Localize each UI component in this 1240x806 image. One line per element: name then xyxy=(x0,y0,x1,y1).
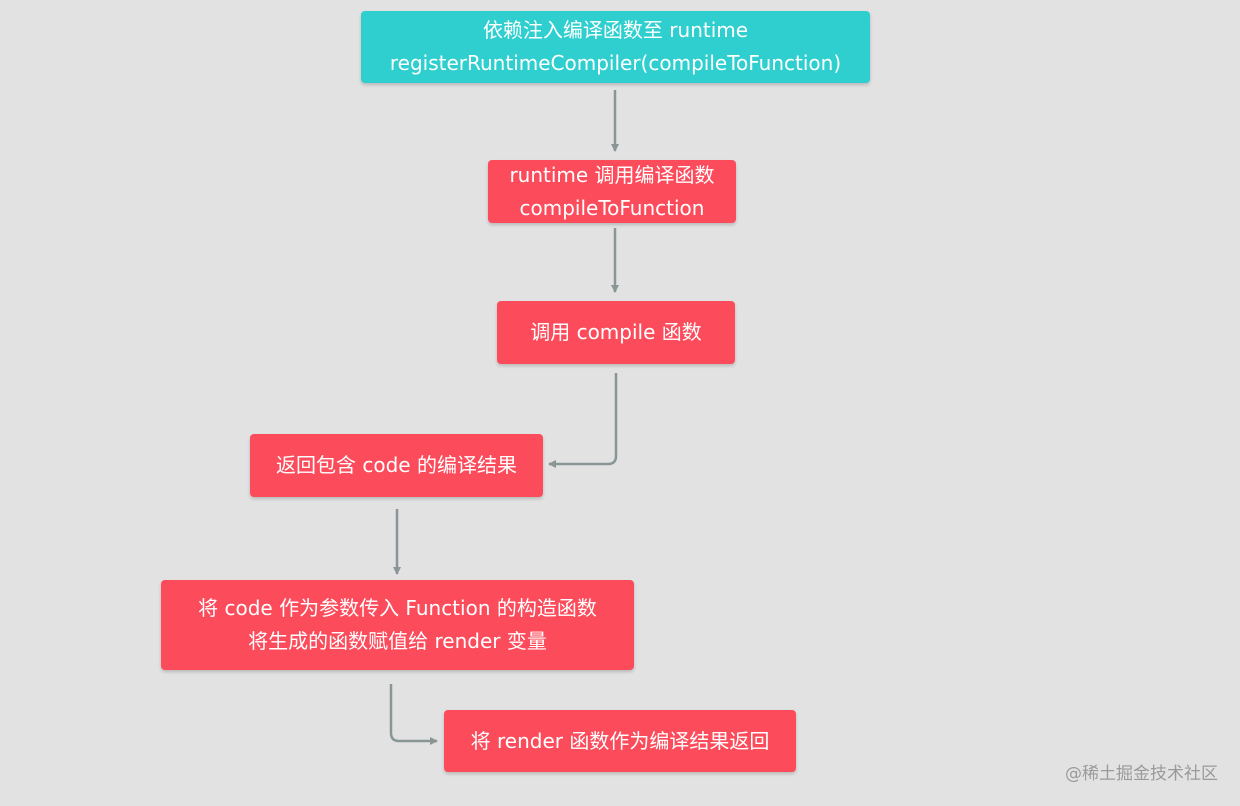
node-inject-compiler: 依赖注入编译函数至 runtime registerRuntimeCompile… xyxy=(361,11,870,83)
node-function-constructor: 将 code 作为参数传入 Function 的构造函数 将生成的函数赋值给 r… xyxy=(161,580,634,670)
arrow-compile-to-return-code xyxy=(548,373,618,468)
node-call-compile-label: 调用 compile 函数 xyxy=(530,320,702,344)
node-call-compile: 调用 compile 函数 xyxy=(497,301,735,364)
node-return-code-label: 返回包含 code 的编译结果 xyxy=(276,453,517,477)
node-runtime-call-line2: compileToFunction xyxy=(519,195,705,220)
node-function-constructor-line2: 将生成的函数赋值给 render 变量 xyxy=(248,629,547,653)
node-return-code-result: 返回包含 code 的编译结果 xyxy=(250,434,543,497)
arrow-function-to-return-render xyxy=(389,684,438,745)
node-return-render: 将 render 函数作为编译结果返回 xyxy=(444,710,796,772)
node-runtime-call-compile-to-function: runtime 调用编译函数 compileToFunction xyxy=(488,160,736,223)
node-function-constructor-line1: 将 code 作为参数传入 Function 的构造函数 xyxy=(198,596,597,620)
node-return-render-label: 将 render 函数作为编译结果返回 xyxy=(470,728,770,753)
node-inject-compiler-line1: 依赖注入编译函数至 runtime xyxy=(482,18,749,42)
node-inject-compiler-line2: registerRuntimeCompiler(compileToFunctio… xyxy=(389,51,842,75)
watermark: @稀土掘金技术社区 xyxy=(1065,764,1218,784)
node-runtime-call-line1: runtime 调用编译函数 xyxy=(509,162,715,187)
